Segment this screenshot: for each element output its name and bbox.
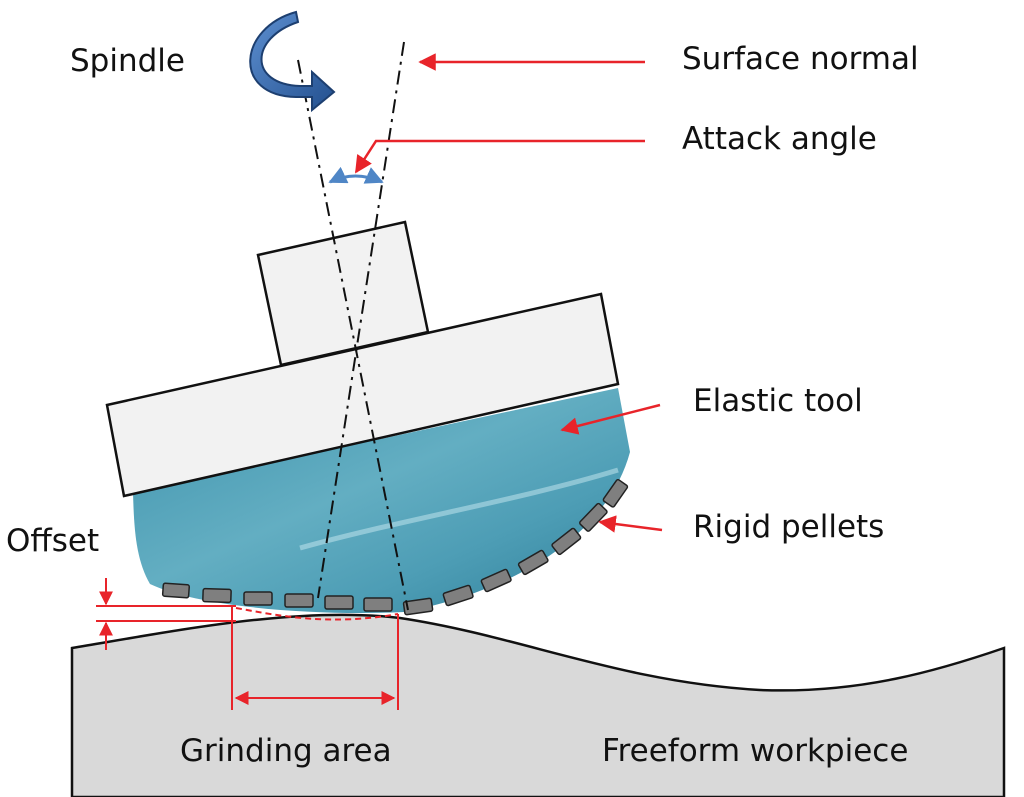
spindle-axis-line bbox=[297, 59, 409, 611]
freeform-workpiece-label: Freeform workpiece bbox=[602, 733, 909, 769]
elastic-tool-label: Elastic tool bbox=[693, 383, 863, 419]
freeform-workpiece-shape bbox=[70, 613, 1006, 797]
elastic-tool-highlight bbox=[299, 467, 619, 551]
rigid-pellets bbox=[161, 478, 629, 616]
offset-label: Offset bbox=[6, 523, 100, 559]
surface-normal-label: Surface normal bbox=[682, 41, 919, 77]
offset-annotation bbox=[96, 578, 399, 650]
attack-angle-arc bbox=[328, 166, 384, 184]
curved-rotation-arrow-icon bbox=[249, 10, 336, 113]
grinding-area-label: Grinding area bbox=[180, 733, 392, 769]
grinding-area-annotation bbox=[231, 606, 399, 710]
rigid-pellets-label: Rigid pellets bbox=[693, 509, 885, 545]
attack-angle-label: Attack angle bbox=[682, 121, 877, 157]
annotation-arrows bbox=[354, 53, 663, 533]
surface-normal-line bbox=[317, 41, 405, 599]
tool-holder-shank bbox=[256, 220, 430, 367]
tool-holder-flange bbox=[105, 292, 620, 498]
spindle-label: Spindle bbox=[70, 43, 185, 79]
elastic-tool-body bbox=[133, 388, 630, 613]
